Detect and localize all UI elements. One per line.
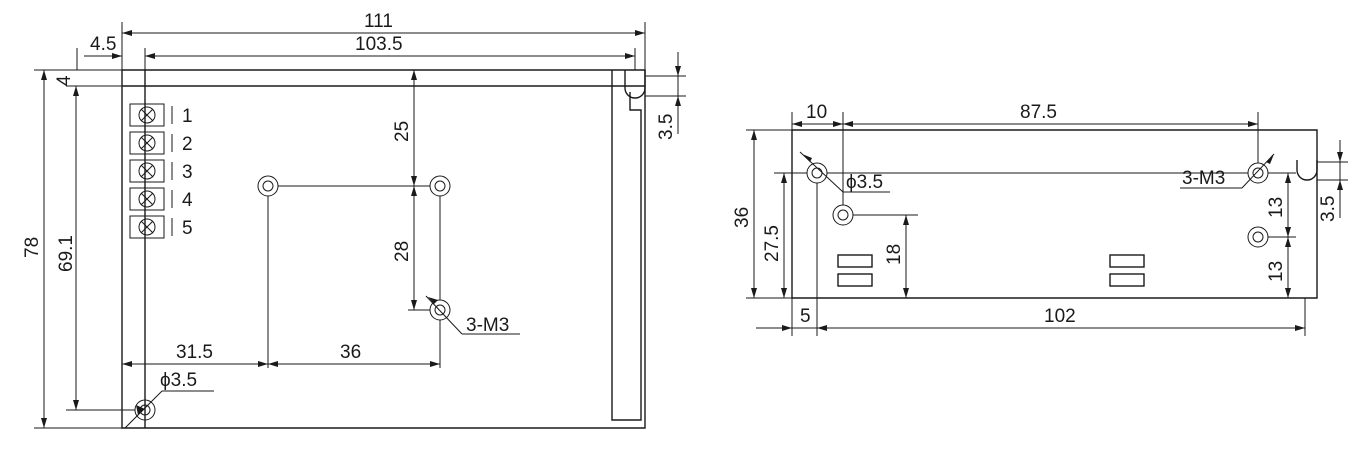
side-hole-left-lower [832,204,854,226]
terminal-2: 2 [129,131,193,155]
side-hole-dia-label: ϕ3.5 [846,172,883,193]
dim-side-top-span: 87.5 [1020,102,1057,123]
dim-side-left-offset: 10 [806,102,827,123]
terminal-label-3: 3 [182,162,193,183]
dim-hole-left: 31.5 [176,342,213,363]
dim-side-height: 36 [732,207,753,228]
side-hole-left-upper [806,162,828,184]
vent-left-bottom [837,273,873,287]
front-outline [121,69,646,429]
side-outline [791,129,1318,299]
terminal-label-4: 4 [182,190,193,211]
dim-front-slot: 3.5 [656,114,677,140]
vent-right-bottom [1109,273,1145,287]
dim-side-vent-height: 18 [884,244,905,265]
front-thread-label: 3-M3 [466,315,509,336]
dim-side-bottom-span: 102 [1044,306,1076,327]
dim-side-lower-spacing: 13 [1266,261,1287,282]
terminal-5: 5 [129,215,193,239]
dim-overall-width: 111 [364,11,393,32]
vent-left-top [837,254,873,268]
side-view: 10 87.5 36 27.5 ϕ3.5 18 3-M3 [732,102,1348,336]
dim-side-slot: 3.5 [1318,196,1339,222]
dim-side-bottom-left: 5 [800,306,811,327]
dim-edge-offset: 4.5 [90,34,116,55]
front-hole-dia-label: ϕ3.5 [160,370,197,391]
side-thread-label: 3-M3 [1182,168,1225,189]
dim-overall-height: 78 [22,237,43,258]
terminal-label-2: 2 [182,134,193,155]
vent-right-top [1109,254,1145,268]
terminal-block: 1 2 3 [129,103,193,239]
dim-side-hole-height: 27.5 [762,225,783,262]
side-hole-right-upper [1247,162,1269,184]
dim-side-upper-spacing: 13 [1266,197,1287,218]
dim-top-margin: 4 [54,75,75,86]
right-bracket [611,70,642,421]
side-slot [1296,160,1318,181]
front-hole-top-left [257,175,279,197]
terminal-label-5: 5 [182,218,193,239]
dim-mount-span: 103.5 [355,34,403,55]
top-slot [624,70,646,99]
terminal-1: 1 [129,103,193,127]
dim-hole-spacing-horizontal: 36 [340,342,361,363]
side-hole-right-lower [1247,226,1269,248]
dim-mount-height: 69.1 [56,235,77,272]
terminal-4: 4 [129,187,193,211]
terminal-3: 3 [129,159,193,183]
dim-hole-top: 25 [392,121,413,142]
terminal-label-1: 1 [182,106,193,127]
front-view: 1 2 3 [22,11,686,429]
front-hole-top-right [429,175,451,197]
dim-hole-spacing-vertical: 28 [392,241,413,262]
